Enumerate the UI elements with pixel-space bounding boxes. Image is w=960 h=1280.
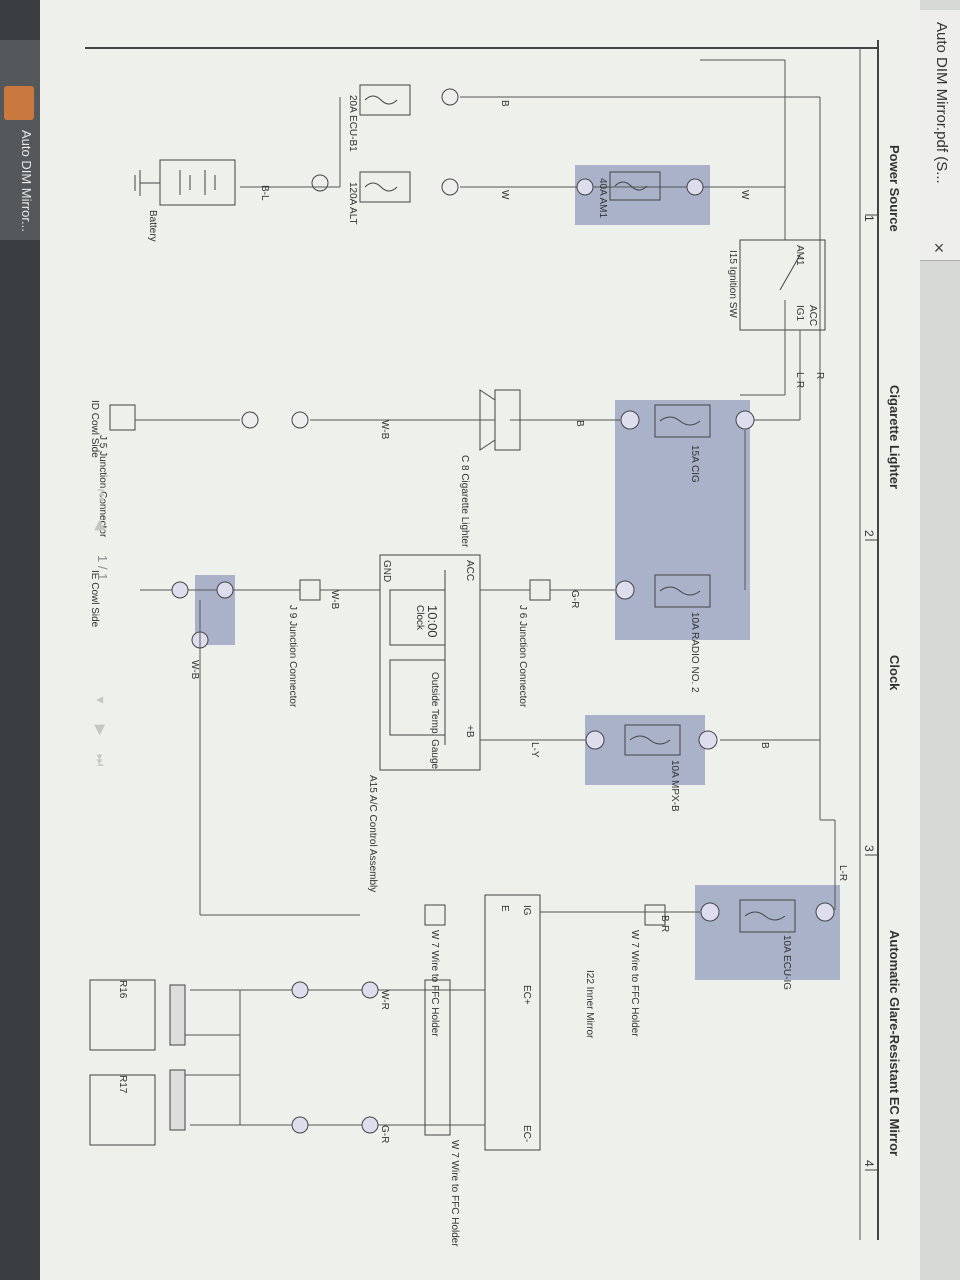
label-temp-gauge: Outside Temp. Gauge xyxy=(429,672,440,770)
label-fuse-radio: 10A RADIO NO. 2 xyxy=(689,612,700,693)
wire-r: R xyxy=(814,372,825,380)
label-am1-pin: AM1 xyxy=(794,245,805,266)
label-ig-pin: IG xyxy=(521,905,532,916)
label-fuse-ecuig: 10A ECU-IG xyxy=(781,935,792,991)
column-3: 3 xyxy=(862,845,876,852)
wire-wr: W-R xyxy=(379,990,390,1010)
label-ffc-1: W 7 Wire to FFC Holder xyxy=(629,930,640,1037)
section-ec-mirror: Automatic Glare-Resistant EC Mirror xyxy=(887,930,902,1157)
label-fuse-mpx: 10A MPX-B xyxy=(669,760,680,812)
label-acc-pin: ACC xyxy=(464,560,475,582)
clock-display: 10:00 xyxy=(425,605,440,638)
last-page-icon[interactable]: ⏭ xyxy=(93,753,109,767)
wire-b-3: B xyxy=(759,742,770,749)
label-cig-lighter: C 8 Cigarette Lighter xyxy=(459,455,470,548)
label-inner-mirror: I22 Inner Mirror xyxy=(584,970,595,1039)
taskbar-item[interactable]: Auto DIM Mirror... xyxy=(0,40,40,240)
label-j6: J 6 Junction Connector xyxy=(517,605,528,708)
wire-wb-3: W-B xyxy=(189,660,200,680)
column-4: 4 xyxy=(862,1160,876,1167)
tab-bar: Auto DIM Mirror.pdf (S... × xyxy=(920,0,960,1280)
label-ecplus-pin: EC+ xyxy=(521,985,532,1005)
wiring-diagram xyxy=(85,40,879,1240)
label-cowl-1: ID Cowl Side xyxy=(89,400,100,458)
label-fuse-am1: 40A AM1 xyxy=(597,178,608,219)
label-j9: J 9 Junction Connector xyxy=(287,605,298,708)
label-ac-control: A15 A/C Control Assembly xyxy=(367,775,378,893)
wire-gr: G-R xyxy=(569,590,580,609)
pdf-page: Power Source Cigarette Lighter Clock Aut… xyxy=(40,0,920,1280)
tab-title: Auto DIM Mirror.pdf (S... xyxy=(933,22,950,184)
wire-b-1: B xyxy=(499,100,510,107)
wire-lr-2: L-R xyxy=(837,865,848,882)
column-1: 1 xyxy=(862,215,876,222)
wire-w-1: W xyxy=(739,190,750,200)
page-number: 1 / 1 xyxy=(95,555,110,581)
wire-gr-2: G-R xyxy=(379,1125,390,1144)
prev-page-icon[interactable]: ◀ xyxy=(93,519,109,531)
wire-ly: L-Y xyxy=(529,742,540,758)
label-r16: R16 xyxy=(117,980,128,999)
label-fuse-cig: 15A CIG xyxy=(689,445,700,483)
pdf-navigation: ⏮ ◀ ▾ ▶ ⏭ xyxy=(80,480,120,810)
pdf-app-icon xyxy=(4,86,34,120)
wire-wb-1: W-B xyxy=(379,420,390,440)
label-ignition: I15 Ignition SW xyxy=(727,250,738,318)
label-e-pin: E xyxy=(499,905,510,912)
dropdown-icon[interactable]: ▾ xyxy=(93,696,109,704)
highlight-mpx xyxy=(585,715,705,785)
first-page-icon[interactable]: ⏮ xyxy=(93,488,109,502)
wire-b-2: B xyxy=(574,420,585,427)
label-plusb-pin: +B xyxy=(464,725,475,738)
label-ecminus-pin: EC- xyxy=(521,1125,532,1143)
section-power-source: Power Source xyxy=(887,145,902,232)
tab-auto-dim-mirror[interactable]: Auto DIM Mirror.pdf (S... × xyxy=(920,10,960,261)
label-r17: R17 xyxy=(117,1075,128,1094)
wire-wb-2: W-B xyxy=(329,590,340,610)
highlight-cig-radio xyxy=(615,400,750,640)
wire-w-2: W xyxy=(499,190,510,200)
pdf-viewer-window: Power Source Cigarette Lighter Clock Aut… xyxy=(40,0,960,1280)
highlight-am1 xyxy=(575,165,710,225)
wire-lr: L-R xyxy=(794,372,805,389)
label-ig1: IG1 xyxy=(794,305,805,322)
label-fuse-alt: 120A ALT xyxy=(347,182,358,225)
label-battery: Battery xyxy=(147,210,158,242)
wire-bl: B-L xyxy=(259,185,270,201)
section-cigarette-lighter: Cigarette Lighter xyxy=(887,385,902,490)
next-page-icon[interactable]: ▶ xyxy=(93,724,109,736)
label-acc: ACC xyxy=(807,305,818,327)
section-clock: Clock xyxy=(887,655,902,691)
label-gnd-pin: GND xyxy=(381,560,392,583)
taskbar-label: Auto DIM Mirror... xyxy=(19,130,34,232)
label-ffc-2: W 7 Wire to FFC Holder xyxy=(429,930,440,1037)
label-fuse-ecub1: 20A ECU-B1 xyxy=(347,95,358,152)
label-ffc-3: W 7 Wire to FFC Holder xyxy=(449,1140,460,1247)
close-icon[interactable]: × xyxy=(933,238,945,258)
wire-br: B-R xyxy=(659,915,670,933)
label-clock: Clock xyxy=(414,605,425,631)
column-2: 2 xyxy=(862,530,876,537)
